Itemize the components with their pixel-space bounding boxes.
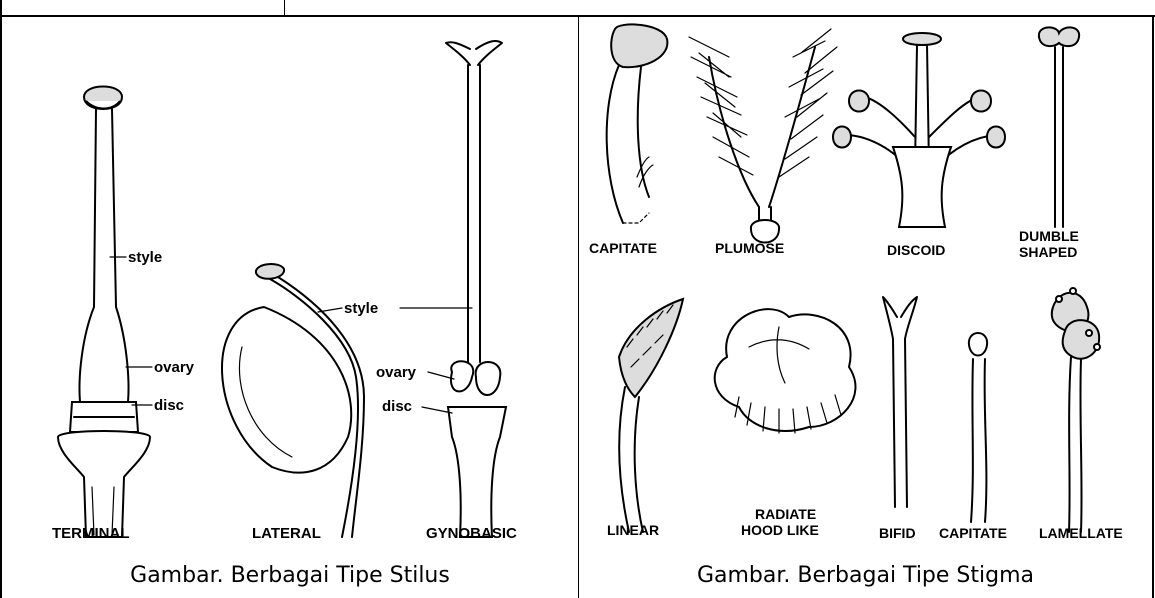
terminal-ovary-label: ovary <box>154 359 195 376</box>
dumble-label-line1: DUMBLE <box>1019 228 1079 244</box>
bifid-stigma-illustration <box>883 297 917 507</box>
capitate-label: CAPITATE <box>589 240 657 256</box>
linear-stigma-illustration <box>619 299 683 532</box>
gynobasic-label: GYNOBASIC <box>426 525 517 542</box>
stigma-types-drawing: CAPITATE PLUMOSE DISCOID DUMBLE SHAPED L… <box>579 17 1152 558</box>
capitate-stigma-illustration <box>607 24 668 223</box>
gynobasic-ovary-label: ovary <box>376 364 417 381</box>
radiate-label-line2: HOOD LIKE <box>741 522 819 538</box>
style-types-figure: style ovary disc style ovary disc TERMIN… <box>2 17 578 558</box>
gynobasic-pistil-illustration <box>446 41 506 537</box>
terminal-label: TERMINAL <box>52 525 130 542</box>
bifid-label: BIFID <box>879 525 916 541</box>
table-border-right <box>1152 15 1154 598</box>
terminal-style-label: style <box>128 249 162 266</box>
gynobasic-disc-label: disc <box>382 398 412 415</box>
radiate-stigma-illustration <box>715 309 856 433</box>
radiate-label-line1: RADIATE <box>755 506 816 522</box>
lamellate-label: LAMELLATE <box>1039 525 1123 541</box>
terminal-pistil-illustration <box>58 87 150 538</box>
capitate-bottom-label: CAPITATE <box>939 525 1007 541</box>
terminal-disc-label: disc <box>154 397 184 414</box>
lateral-style-label: style <box>344 300 378 317</box>
stigma-types-figure: CAPITATE PLUMOSE DISCOID DUMBLE SHAPED L… <box>579 17 1152 558</box>
lateral-pistil-illustration <box>222 264 364 537</box>
plumose-label: PLUMOSE <box>715 240 784 256</box>
capitate-bottom-stigma-illustration <box>969 333 987 522</box>
lateral-label: LATERAL <box>252 525 321 542</box>
style-types-drawing: style ovary disc style ovary disc TERMIN… <box>2 17 578 558</box>
linear-label: LINEAR <box>607 522 659 538</box>
stilus-caption: Gambar. Berbagai Tipe Stilus <box>2 558 578 594</box>
stigma-caption: Gambar. Berbagai Tipe Stigma <box>579 558 1152 594</box>
header-cell-divider <box>284 0 285 16</box>
plumose-stigma-illustration <box>689 29 837 243</box>
discoid-label: DISCOID <box>887 242 945 258</box>
dumble-shaped-stigma-illustration <box>1039 27 1079 227</box>
discoid-stigma-illustration <box>833 33 1005 227</box>
lamellate-stigma-illustration <box>1052 288 1100 532</box>
dumble-label-line2: SHAPED <box>1019 244 1077 260</box>
